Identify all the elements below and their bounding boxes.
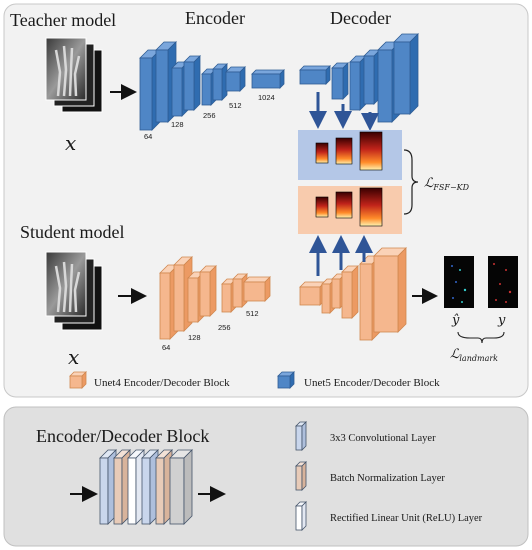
teacher-channels-512: 512 <box>229 101 242 110</box>
teacher-to-kd-arrows <box>309 92 379 131</box>
encoder-title: Encoder <box>185 8 245 28</box>
ground-truth-label: 𝑦 <box>497 313 506 328</box>
student-channels-256: 256 <box>218 323 231 332</box>
kd-loss-label: ℒFSF−KD <box>424 176 470 192</box>
conv-layer-swatch <box>295 421 307 451</box>
relu-layer-swatch <box>295 501 307 531</box>
landmark-brace <box>457 331 505 344</box>
block-detail-title: Encoder/Decoder Block <box>36 426 209 446</box>
ground-truth-landmarks-image <box>488 256 518 308</box>
teacher-channels-1024: 1024 <box>258 93 275 102</box>
decoder-title: Decoder <box>330 8 391 28</box>
bn-layer-label: Batch Normalization Layer <box>330 473 445 484</box>
student-encoder <box>159 256 271 340</box>
student-decoder <box>299 247 407 341</box>
legend-unet5-swatch <box>277 371 295 389</box>
conv-layer-label: 3x3 Convolutional Layer <box>330 433 436 444</box>
kd-brace <box>403 149 419 215</box>
student-channels-512: 512 <box>246 309 259 318</box>
student-channels-64: 64 <box>162 343 170 352</box>
teacher-feature-maps <box>315 131 383 171</box>
student-input-label: 𝑥 <box>68 345 79 369</box>
predicted-landmarks-image <box>444 256 474 308</box>
landmark-loss-label: ℒlandmark <box>450 347 498 363</box>
teacher-model-title: Teacher model <box>10 10 116 30</box>
prediction-label: 𝑦̂ <box>451 313 460 328</box>
legend-unet4-swatch <box>69 371 87 389</box>
teacher-input-label: 𝑥 <box>65 131 76 155</box>
relu-layer-label: Rectified Linear Unit (ReLU) Layer <box>330 513 483 524</box>
legend-unet5-label: Unet5 Encoder/Decoder Block <box>304 377 440 389</box>
student-feature-maps <box>315 187 383 227</box>
bn-layer-swatch <box>295 461 307 491</box>
teacher-channels-64: 64 <box>144 132 152 141</box>
teacher-decoder <box>299 33 419 123</box>
student-model-title: Student model <box>20 222 125 242</box>
student-channels-128: 128 <box>188 333 201 342</box>
legend-unet4-label: Unet4 Encoder/Decoder Block <box>94 377 230 389</box>
teacher-channels-128: 128 <box>171 120 184 129</box>
student-input-images <box>45 251 103 331</box>
teacher-channels-256: 256 <box>203 111 216 120</box>
teacher-input-images <box>45 37 103 113</box>
teacher-encoder <box>139 41 285 131</box>
student-to-kd-arrows <box>309 235 373 276</box>
block-layer-stack <box>99 449 193 525</box>
